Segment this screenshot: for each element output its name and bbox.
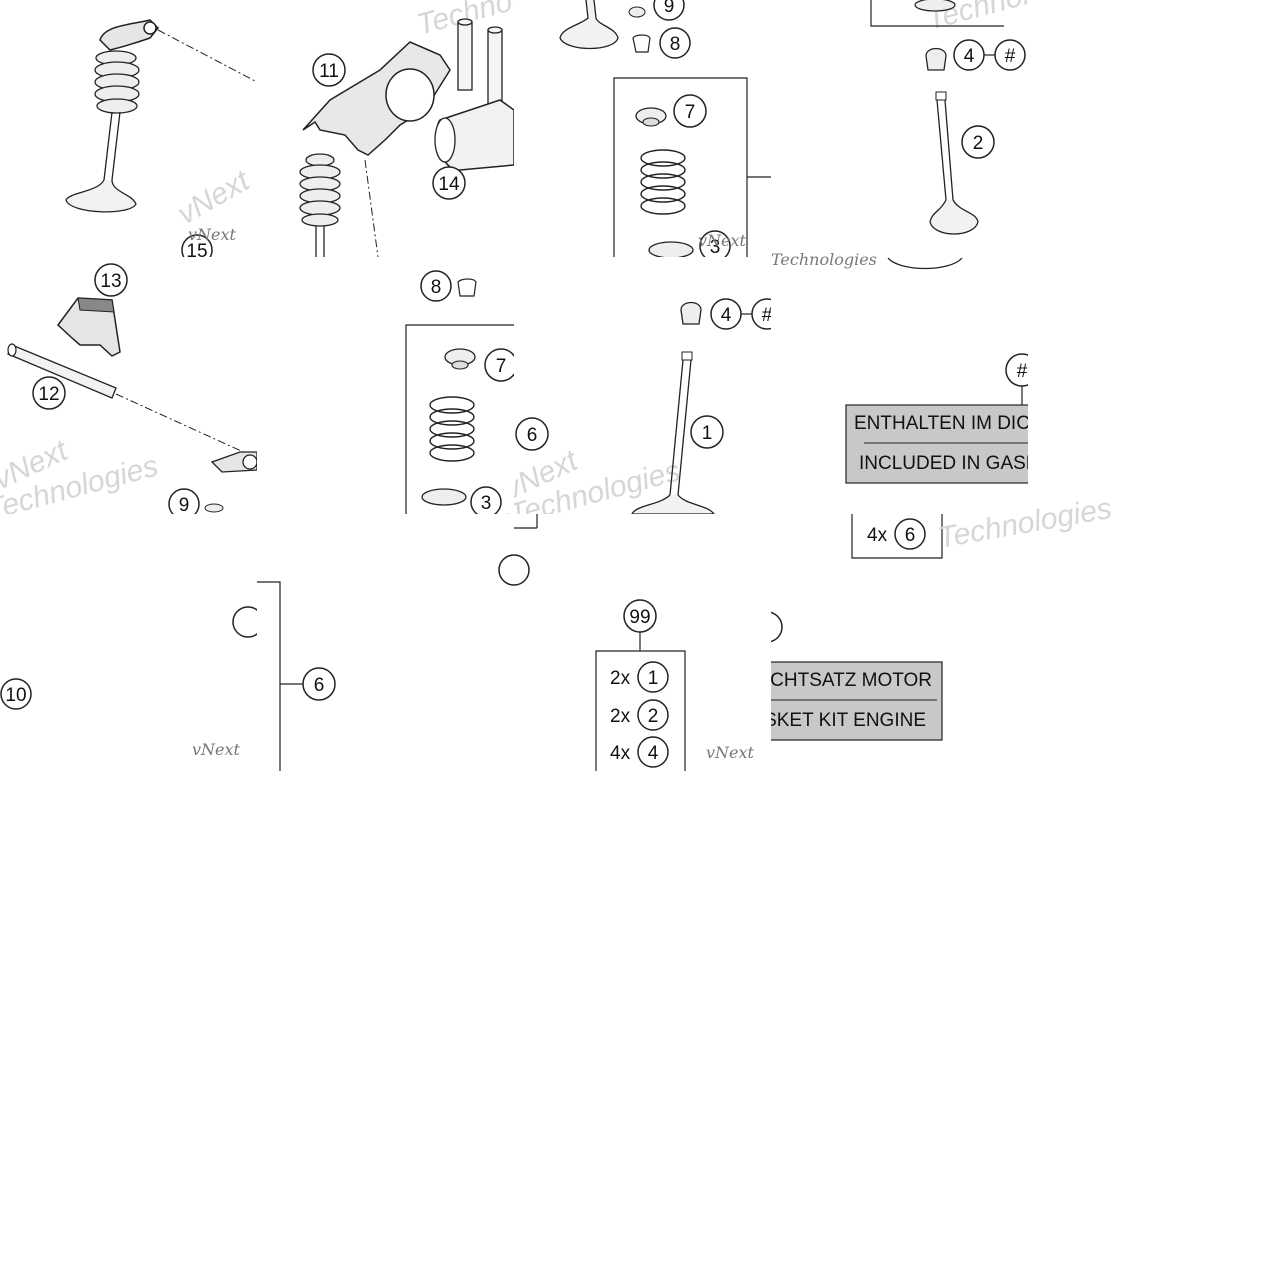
callout-6: 6 bbox=[527, 425, 538, 446]
callout-14: 14 bbox=[438, 174, 460, 195]
callout-9: 9 bbox=[179, 495, 190, 516]
qty-2x: 2x bbox=[610, 706, 631, 727]
callout-10: 10 bbox=[5, 685, 26, 706]
callout-3: 3 bbox=[710, 237, 721, 258]
callout-4: 4 bbox=[964, 46, 975, 67]
callout-2: 2 bbox=[648, 706, 659, 727]
callout-8: 8 bbox=[431, 277, 442, 298]
watermark-small: vNext bbox=[698, 231, 747, 250]
tile-bracket-10: 10 vNext bbox=[0, 606, 257, 759]
watermark-text: Technologies bbox=[935, 492, 1114, 555]
watermark-small: vNext bbox=[188, 225, 237, 244]
qty-4x: 4x bbox=[610, 743, 631, 764]
callout-99: 99 bbox=[629, 607, 650, 628]
callout-11: 11 bbox=[319, 61, 339, 82]
callout-1: 1 bbox=[648, 668, 659, 689]
watermark-small: vNext bbox=[192, 740, 241, 759]
watermark-small: Technologies bbox=[771, 250, 877, 269]
watermark-small: vNext bbox=[706, 743, 755, 762]
callout-7: 7 bbox=[685, 102, 696, 123]
callout-15: 15 bbox=[186, 241, 207, 262]
callout-6: 6 bbox=[905, 525, 916, 546]
callout-1: 1 bbox=[702, 423, 713, 444]
callout-hash: # bbox=[762, 305, 773, 326]
watermark-text: vNext bbox=[172, 163, 256, 231]
callout-4: 4 bbox=[648, 743, 659, 764]
callout-hash: # bbox=[1005, 46, 1016, 67]
callout-hash: # bbox=[1017, 361, 1028, 382]
qty-4x: 4x bbox=[867, 525, 888, 546]
kit-label-de: ENTHALTEN IM DICHTSATZ MOTOR bbox=[854, 413, 1178, 434]
kit-label-en: INCLUDED IN GASKET KIT ENGINE bbox=[859, 453, 1175, 474]
tile-partial-callout bbox=[498, 554, 514, 586]
callout-8: 8 bbox=[670, 34, 681, 55]
kit-label-de: ENTHALTEN IM DICHTSATZ MOTOR bbox=[608, 670, 932, 691]
callout-3: 3 bbox=[481, 493, 492, 514]
tile-rocker-shaft: vNext Technologies 13 12 9 bbox=[0, 263, 257, 516]
tile-rocker-valve: vNext 15 vNext bbox=[65, 19, 257, 262]
callout-2: 2 bbox=[973, 133, 984, 154]
tile-kit-label-left: # ENTHALTEN IM DICHTSATZ MOTOR INCLUDED … bbox=[845, 353, 1178, 484]
qty-2x: 2x bbox=[610, 668, 631, 689]
callout-7: 7 bbox=[496, 356, 507, 377]
callout-4: 4 bbox=[721, 305, 732, 326]
tile-kit-99: 99 2x 1 2x 2 4x 4 vNext bbox=[514, 554, 755, 771]
tile-rocker-arm: Technologies 11 14 bbox=[299, 0, 514, 257]
tile-valve-2: Technologies 4 # 2 bbox=[870, 0, 1028, 235]
callout-6: 6 bbox=[314, 675, 325, 696]
callout-13: 13 bbox=[100, 271, 121, 292]
tile-valve-1: vNext Technologies 6 4 # 1 bbox=[514, 298, 773, 514]
callout-12: 12 bbox=[38, 384, 59, 405]
callout-9: 9 bbox=[664, 0, 675, 17]
tile-spring-box: 9 8 7 3 vNext bbox=[559, 0, 771, 258]
kit-label-en: INCLUDED IN GASKET KIT ENGINE bbox=[610, 710, 926, 731]
tile-kit-label-right: ENTHALTEN IM DICHTSATZ MOTOR INCLUDED IN… bbox=[608, 611, 943, 741]
